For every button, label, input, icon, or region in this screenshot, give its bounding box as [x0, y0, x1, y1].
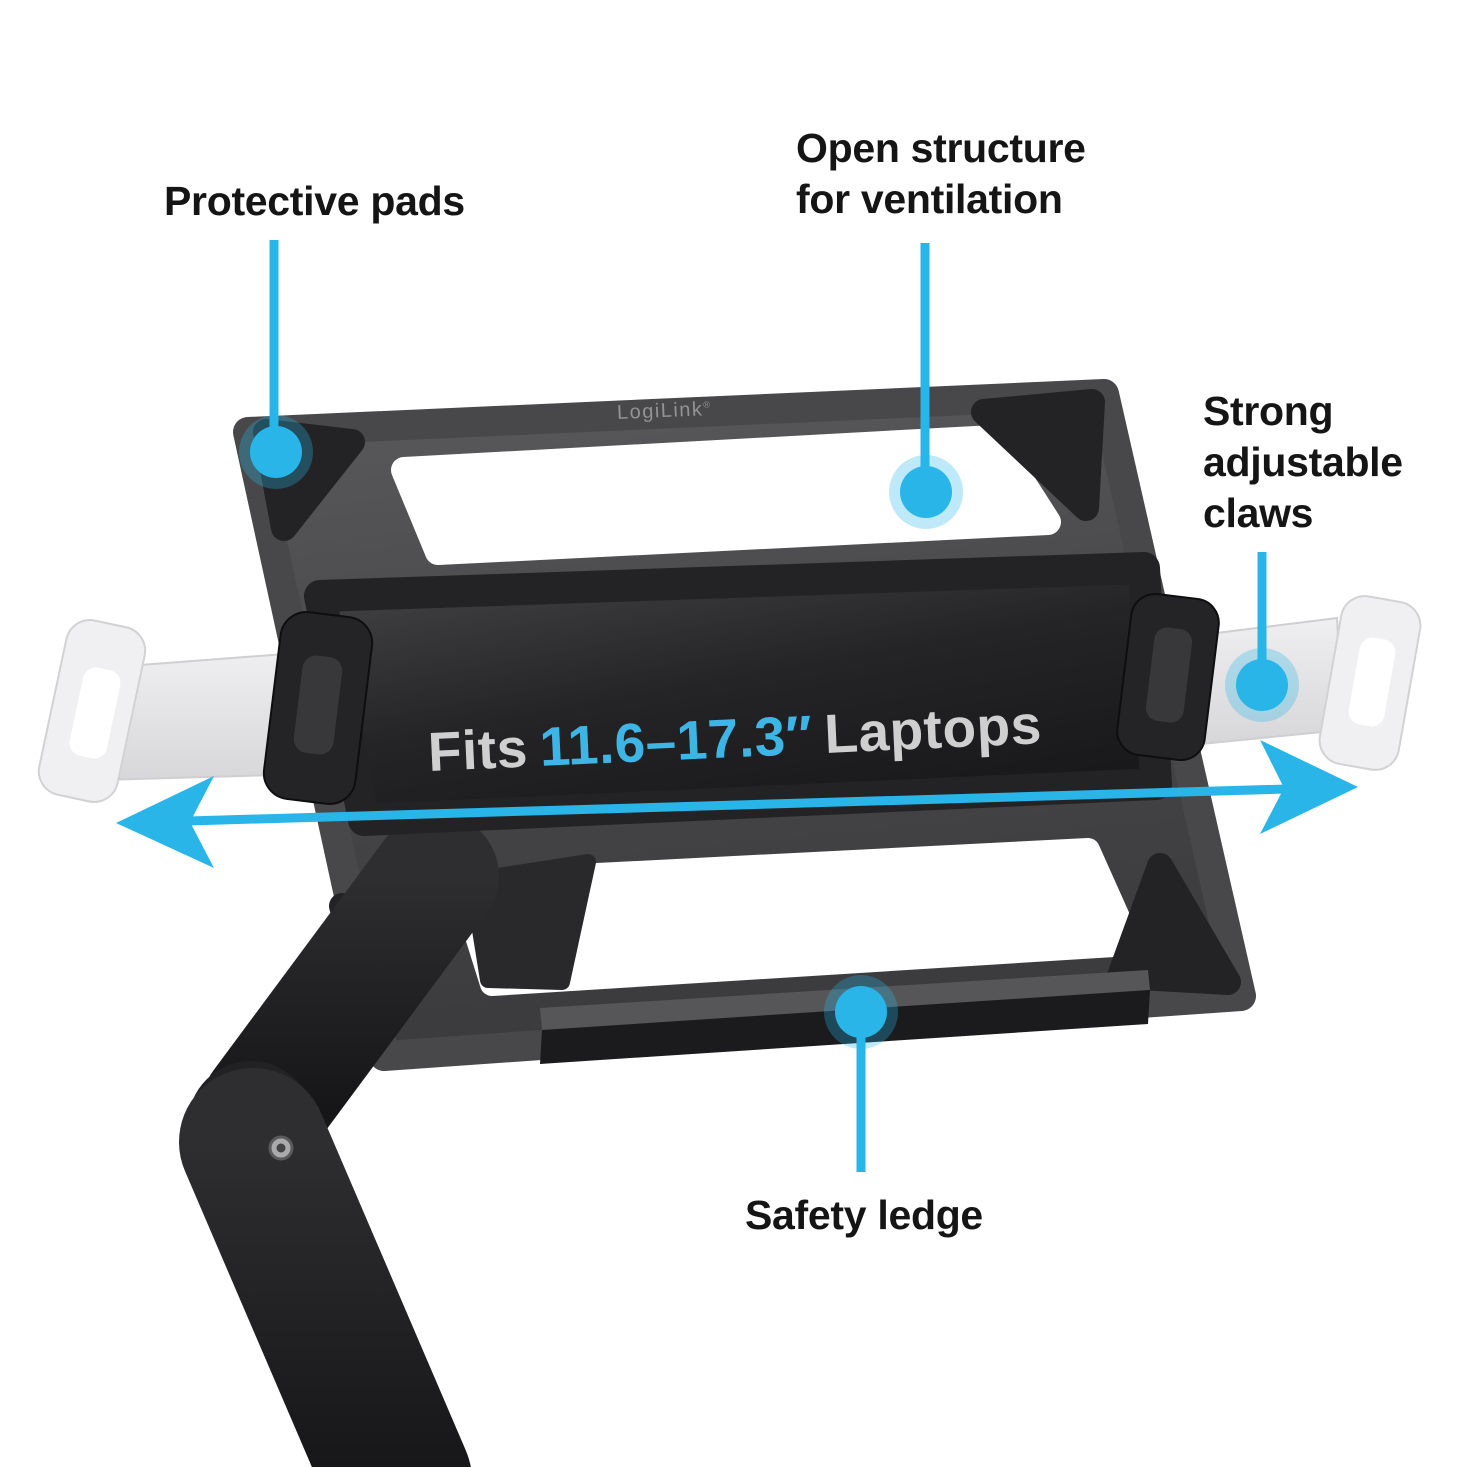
brand-logo: LogiLink®	[617, 398, 711, 425]
callout-dot-icon	[900, 466, 952, 518]
callout-safety-ledge-marker	[824, 975, 898, 1172]
protective-pad-bottom-right	[1107, 853, 1241, 995]
callout-label-open-structure: Open structure for ventilation	[796, 125, 1086, 222]
claw-right	[1116, 592, 1220, 762]
arm-mount-bracket	[464, 854, 596, 990]
monitor-arm-upper	[201, 813, 499, 1171]
fit-suffix: Laptops	[822, 693, 1043, 765]
ghost-claw-right	[1182, 595, 1422, 771]
range-arrow	[116, 740, 1358, 868]
top-vent-slot	[391, 425, 1061, 565]
brand-name: LogiLink	[616, 398, 704, 424]
callout-protective-pads-marker	[239, 240, 313, 489]
callout-dot-icon	[250, 426, 302, 478]
callout-open-structure-marker	[889, 243, 963, 529]
arrow-head-left-icon	[116, 776, 214, 868]
claw-left	[262, 611, 374, 805]
callout-strong-claws-marker	[1225, 552, 1299, 722]
callout-dot-icon	[1236, 659, 1288, 711]
arrow-head-right-icon	[1260, 740, 1358, 834]
callout-label-safety-ledge: Safety ledge	[745, 1192, 983, 1238]
ghost-claw-left	[37, 619, 313, 803]
arm-screw-center	[276, 1143, 286, 1153]
callout-dot-icon	[835, 986, 887, 1038]
protective-pad-top-right	[971, 389, 1105, 521]
registered-mark: ®	[703, 399, 711, 410]
fit-range-value: 11.6–17.3″	[538, 703, 814, 778]
monitor-arm-lower	[179, 1068, 471, 1467]
fit-prefix: Fits	[426, 716, 530, 783]
callout-label-strong-claws: Strong adjustable claws	[1203, 388, 1403, 536]
callout-label-protective-pads: Protective pads	[164, 178, 465, 224]
monitor-arm	[179, 813, 499, 1467]
